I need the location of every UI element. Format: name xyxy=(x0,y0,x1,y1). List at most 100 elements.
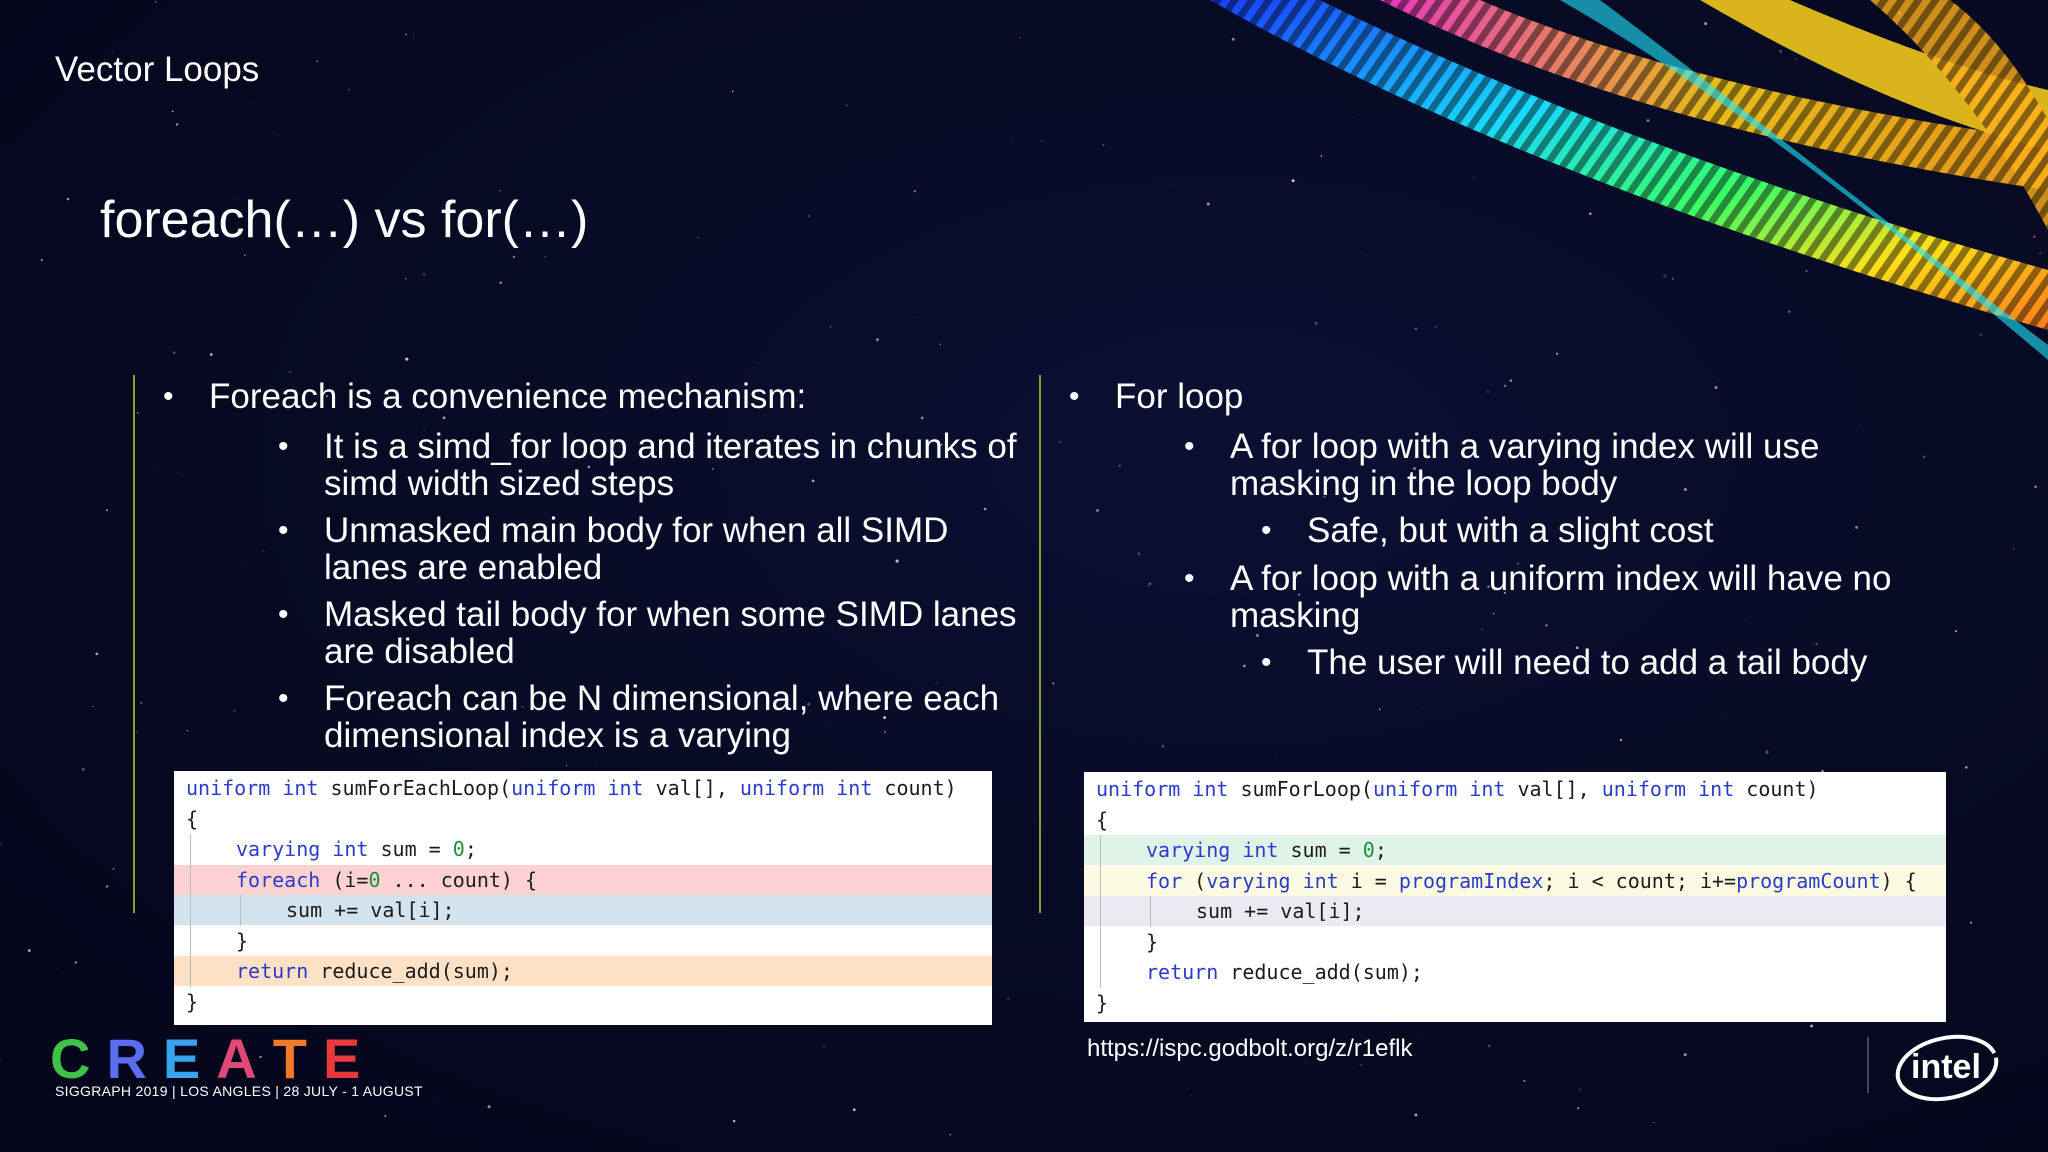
star-dot xyxy=(1003,445,1005,447)
star-dot xyxy=(1558,316,1560,318)
godbolt-link[interactable]: https://ispc.godbolt.org/z/r1eflk xyxy=(1087,1035,1413,1062)
star-dot xyxy=(1118,464,1121,467)
star-dot xyxy=(756,362,758,365)
star-dot xyxy=(262,550,265,553)
star-dot xyxy=(1480,629,1483,631)
star-dot xyxy=(1509,379,1513,382)
code-text: { xyxy=(186,804,198,834)
code-text: } xyxy=(1096,988,1108,1018)
star-dot xyxy=(2034,485,2037,488)
code-line: } xyxy=(1084,927,1946,957)
code-keyword: uniform xyxy=(186,776,271,800)
code-text: { xyxy=(1096,805,1108,835)
star-dot xyxy=(86,266,88,268)
star-dot xyxy=(846,361,848,363)
star-dot xyxy=(1433,445,1436,449)
star-dot xyxy=(1231,37,1235,41)
intel-logo-icon: intel xyxy=(1895,1034,1999,1102)
star-dot xyxy=(1578,1088,1581,1091)
code-line: uniform int sumForEachLoop(uniform int v… xyxy=(174,773,992,803)
section-label: Vector Loops xyxy=(55,50,260,89)
code-keyword: varying xyxy=(1146,838,1231,862)
code-keyword: varying xyxy=(236,837,321,861)
create-logo-letter: T xyxy=(272,1027,323,1090)
star-dot xyxy=(1473,177,1475,179)
star-dot xyxy=(1052,682,1055,685)
star-dot xyxy=(1238,1088,1240,1091)
star-dot xyxy=(1922,455,1926,459)
code-text: uniform int sumForEachLoop(uniform int v… xyxy=(186,773,957,803)
star-dot xyxy=(1486,390,1490,394)
star-dot xyxy=(1487,585,1490,588)
star-dot xyxy=(1384,231,1386,232)
star-dot xyxy=(1855,525,1858,529)
code-number: 0 xyxy=(1362,838,1375,862)
star-dot xyxy=(913,317,915,319)
code-number: 0 xyxy=(452,837,465,861)
star-dot xyxy=(154,0,157,3)
star-dot xyxy=(566,764,568,766)
star-dot xyxy=(1161,744,1165,748)
code-token xyxy=(1180,777,1192,801)
slide-title: foreach(…) vs for(…) xyxy=(100,191,589,249)
star-dot xyxy=(404,277,407,280)
star-dot xyxy=(74,961,78,964)
bullet-line: Unmasked main body for when all SIMD xyxy=(324,511,949,550)
code-text: } xyxy=(236,926,248,956)
right-bullet-3: • A for loop with a uniform index will h… xyxy=(1184,560,1891,634)
star-dot xyxy=(259,1055,262,1059)
star-dot xyxy=(348,89,350,91)
star-dot xyxy=(181,474,183,476)
center-divider-line xyxy=(1039,375,1041,913)
code-token: ; xyxy=(1374,838,1387,862)
star-dot xyxy=(1821,769,1824,773)
code-line: { xyxy=(1084,805,1946,835)
code-keyword: uniform xyxy=(511,776,596,800)
star-dot xyxy=(171,110,174,113)
code-text: varying int sum = 0; xyxy=(1146,835,1387,865)
star-dot xyxy=(1503,384,1507,388)
bullet-dot-icon: • xyxy=(278,682,289,715)
bullet-line: dimensional index is a varying xyxy=(324,716,791,755)
star-dot xyxy=(384,1114,387,1118)
code-token xyxy=(1291,869,1303,893)
indent-guide xyxy=(1150,896,1151,927)
star-dot xyxy=(105,509,109,512)
star-dot xyxy=(316,60,319,63)
star-dot xyxy=(1855,430,1857,432)
star-dot xyxy=(66,197,70,201)
code-token: { xyxy=(186,806,199,831)
star-dot xyxy=(796,399,799,401)
bullet-dot-icon: • xyxy=(1184,562,1195,595)
star-dot xyxy=(1555,352,1559,355)
code-text: for (varying int i = programIndex; i < c… xyxy=(1146,866,1917,896)
star-dot xyxy=(1418,1033,1420,1035)
code-token: } xyxy=(186,989,199,1014)
star-dot xyxy=(1979,333,1983,337)
star-dot xyxy=(405,33,407,36)
star-dot xyxy=(1414,1113,1418,1117)
code-line: } xyxy=(1084,988,1946,1018)
bullet-dot-icon: • xyxy=(1261,514,1272,547)
star-dot xyxy=(884,730,886,733)
star-dot xyxy=(852,1108,856,1112)
star-dot xyxy=(883,716,887,720)
star-dot xyxy=(105,885,109,888)
code-token: ... count) { xyxy=(380,867,538,892)
indent-guide xyxy=(190,834,191,987)
bullet-dot-icon: • xyxy=(278,430,289,463)
bullet-line: A for loop with a varying index will use xyxy=(1230,427,1820,466)
indent-guide xyxy=(240,895,241,926)
code-keyword: int xyxy=(1242,838,1279,862)
code-token: { xyxy=(1096,807,1109,832)
bullet-line: are disabled xyxy=(324,632,515,671)
code-keyword: int xyxy=(836,776,873,800)
star-dot xyxy=(1298,593,1301,596)
star-dot xyxy=(1965,766,1968,769)
star-dot xyxy=(807,702,810,706)
code-token: } xyxy=(1096,990,1109,1015)
indent-guide xyxy=(1100,835,1101,988)
star-dot xyxy=(1810,1024,1814,1028)
star-dot xyxy=(1007,997,1010,1000)
star-dot xyxy=(158,468,160,470)
